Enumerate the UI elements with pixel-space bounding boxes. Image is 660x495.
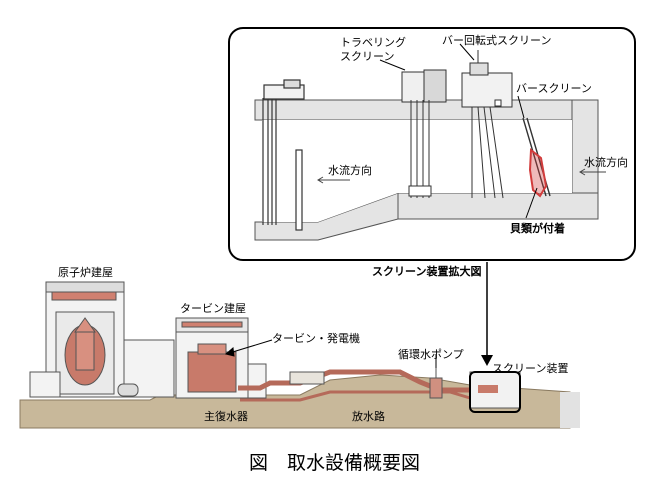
circulating-water-pump-label: 循環水ポンプ [398,348,464,361]
discharge-channel-label: 放水路 [352,409,385,423]
reactor-building [29,281,175,398]
traveling-screen-label-line2: スクリーン [340,50,394,63]
plant-cross-section: 原子炉建屋 タービン建屋 タービン・発電機 循環水ポンプ スクリーン装置 主復水… [19,265,580,429]
shellfish-label: 貝類が付着 [510,221,565,235]
circulating-water-pump [429,368,443,399]
outlet-pipes [262,79,305,231]
screen-device-highlight [469,371,521,413]
discharge-box [289,371,325,385]
turbine-building-label: タービン建屋 [180,301,246,315]
detail-title: スクリーン装置拡大図 [372,264,481,278]
flow-direction-right-label: 水流方向 [584,155,628,169]
condenser-label: 主復水器 [204,410,248,423]
screen-device-label: スクリーン装置 [492,362,568,375]
turbine-building [175,317,267,399]
rotary-bar-screen [461,50,513,199]
turbine-generator-label: タービン・発電機 [272,331,360,345]
traveling-screen [401,69,447,198]
bar-screen [522,117,551,198]
discharge-channel [240,390,471,402]
figure-caption: 図 取水設備概要図 [249,452,420,474]
rotary-bar-screen-label: バー回転式スクリーン [442,34,551,47]
leader-lines [379,43,538,219]
reactor-building-label: 原子炉建屋 [58,265,113,279]
flow-arrows [317,168,606,184]
bar-screen-label: バースクリーン [516,82,592,95]
screen-detail-panel: トラベリング スクリーン バー回転式スクリーン バースクリーン 水流方向 水流方… [228,27,636,261]
flow-direction-left-label: 水流方向 [328,163,372,177]
screen-device [469,371,521,413]
intake-channel [254,99,599,241]
plant-leader-lines [224,339,437,368]
sea-water [560,392,580,428]
detail-connector-arrow [481,262,493,366]
traveling-screen-label-line1: トラベリング [340,35,406,49]
shellfish-deposit [528,147,548,198]
